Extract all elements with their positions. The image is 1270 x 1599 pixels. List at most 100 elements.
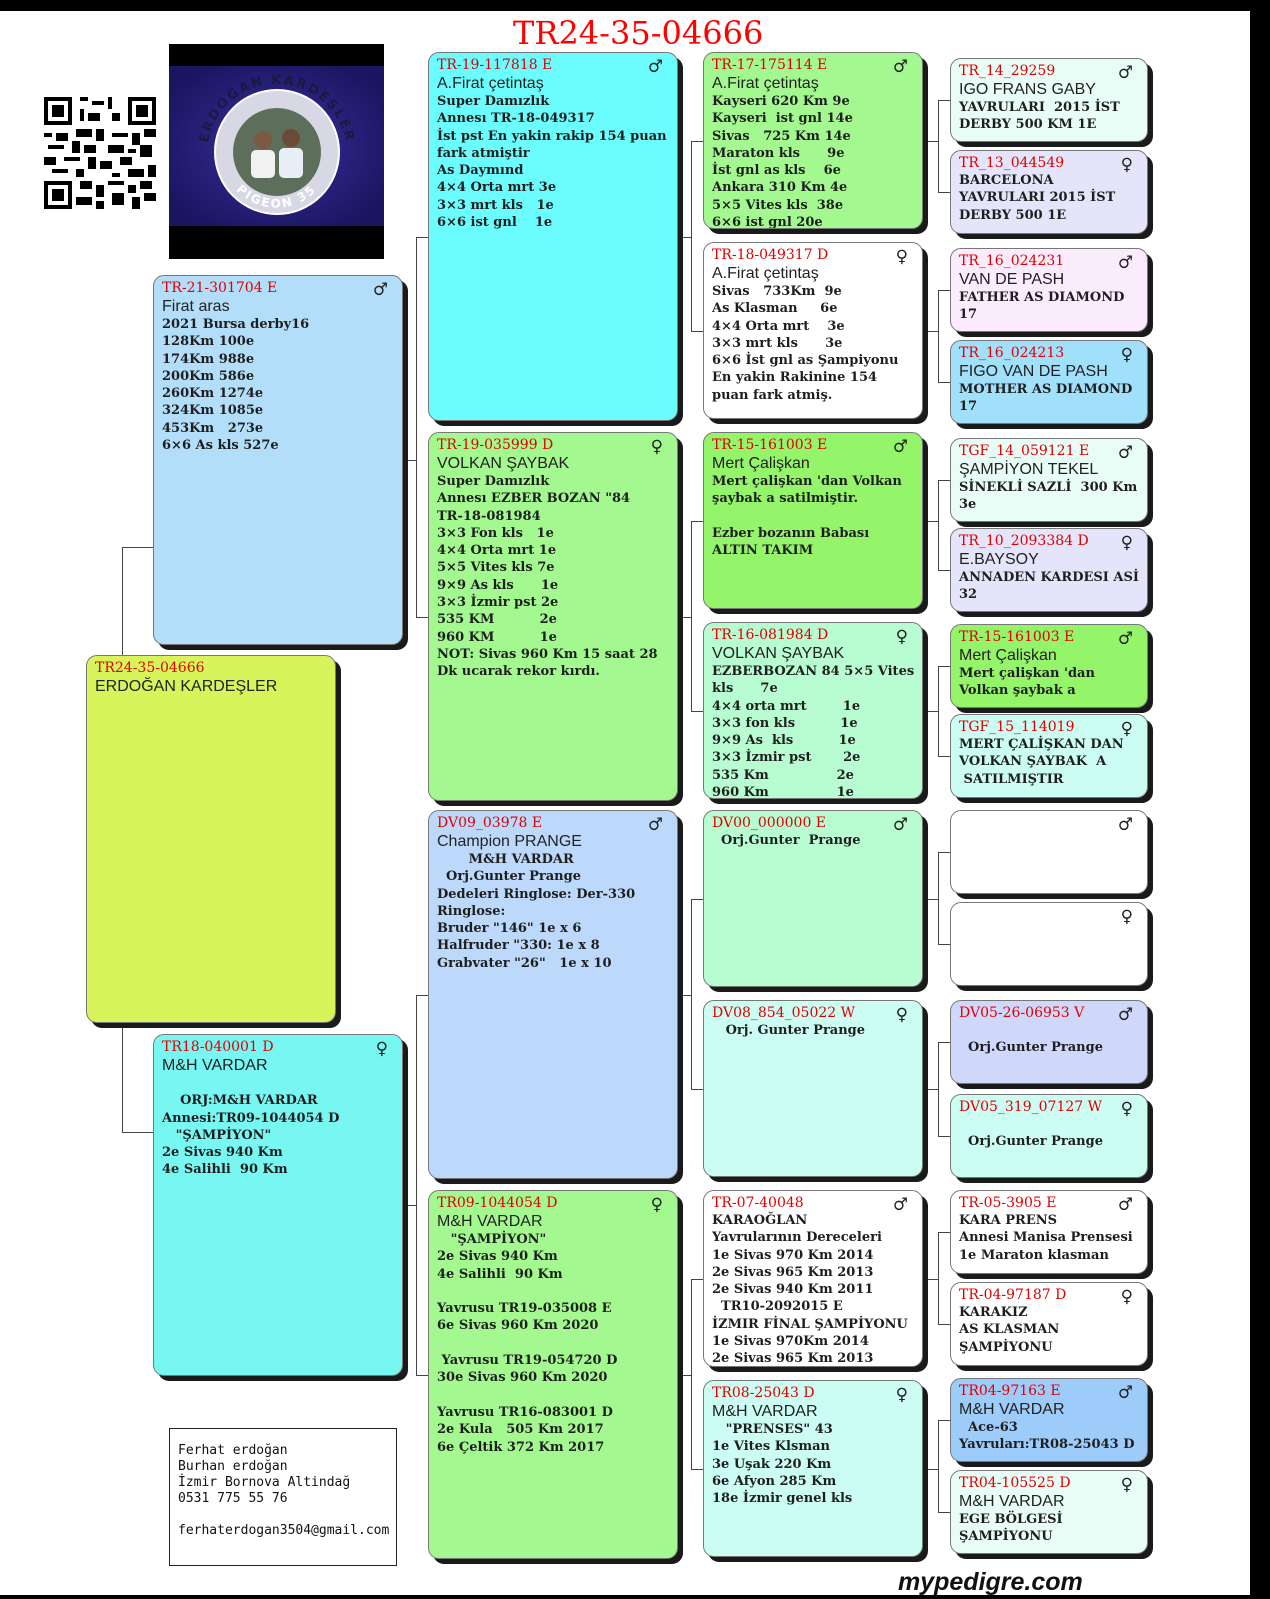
connector-line <box>938 1232 939 1324</box>
bird-details: EGE BÖLGESİ ŞAMPİYONU <box>959 1512 1063 1545</box>
ring-number: TR_13_044549 <box>959 155 1065 171</box>
connector-line <box>938 570 950 571</box>
card-dsd[interactable]: DV08_854_05022 W♀ Orj. Gunter Prange <box>703 1000 923 1177</box>
male-icon: ♂ <box>892 437 908 457</box>
female-icon: ♀ <box>1120 533 1133 553</box>
male-icon: ♂ <box>1117 1383 1133 1403</box>
bird-details: MERT ÇALİŞKAN DAN VOLKAN ŞAYBAK A SATILM… <box>959 737 1124 787</box>
connector-line <box>691 1278 703 1280</box>
bird-name: A.Firat çetintaş <box>437 75 544 92</box>
bird-details: KARAKIZ AS KLASMAN ŞAMPİYONU <box>959 1305 1060 1355</box>
bird-details: Ace-63 Yavruları:TR08-25043 D <box>959 1420 1135 1453</box>
bird-details: ORJ:M&H VARDAR Annesi:TR09-1044054 D "ŞA… <box>162 1093 340 1178</box>
ring-number: TR-04-97187 D <box>959 1287 1067 1303</box>
male-icon: ♂ <box>372 280 388 300</box>
connector-line <box>691 710 703 712</box>
connector-line <box>691 1468 703 1470</box>
card-g8[interactable]: TGF_15_114019♀MERT ÇALİŞKAN DAN VOLKAN Ş… <box>950 714 1148 798</box>
connector-line <box>938 852 950 853</box>
card-g14[interactable]: TR-04-97187 D♀KARAKIZ AS KLASMAN ŞAMPİYO… <box>950 1282 1148 1366</box>
card-g12[interactable]: DV05_319_07127 W♀ Orj.Gunter Prange <box>950 1094 1148 1178</box>
female-icon: ♀ <box>1120 1475 1133 1495</box>
ring-number <box>959 815 1139 832</box>
bird-name: M&H VARDAR <box>959 1493 1065 1510</box>
bird-name: Champion PRANGE <box>437 833 582 850</box>
card-g2[interactable]: TR_13_044549♀BARCELONA YAVRULARI 2015 İS… <box>950 150 1148 234</box>
bird-details: ANNADEN KARDESI ASİ 32 <box>959 570 1139 603</box>
connector-line <box>691 140 692 331</box>
card-dam-sire[interactable]: DV09_03978 E♂Champion PRANGE M&H VARDAR … <box>428 810 678 1179</box>
ring-number: TR-15-161003 E <box>959 629 1075 645</box>
page-title: TR24-35-04666 <box>513 14 764 52</box>
connector-line <box>691 1278 692 1469</box>
bird-name: A.Firat çetintaş <box>712 265 819 282</box>
connector-line <box>923 898 938 900</box>
connector-line <box>938 1512 950 1513</box>
card-ddd[interactable]: TR08-25043 D♀M&H VARDAR "PRENSES" 43 1e … <box>703 1380 923 1557</box>
female-icon: ♀ <box>1120 907 1133 927</box>
card-g13[interactable]: TR-05-3905 E♂KARA PRENS Annesi Manisa Pr… <box>950 1190 1148 1274</box>
connector-line <box>938 1232 950 1233</box>
bird-details: EZBERBOZAN 84 5×5 Vites kls 7e 4×4 orta … <box>712 664 915 799</box>
ring-number: TR-07-40048 <box>712 1195 804 1211</box>
card-dss[interactable]: DV00_000000 E♂ Orj.Gunter Prange <box>703 810 923 987</box>
bird-details: Kayseri 620 Km 9e Kayseri ist gnl 14e Si… <box>712 94 853 229</box>
card-g15[interactable]: TR04-97163 E♂M&H VARDAR Ace-63 Yavruları… <box>950 1378 1148 1462</box>
card-dam-dam[interactable]: TR09-1044054 D♀M&H VARDAR "ŞAMPİYON" 2e … <box>428 1190 678 1559</box>
ring-number: TR-17-175114 E <box>712 57 828 73</box>
connector-line <box>938 480 950 481</box>
bird-details: Mert çalişkan 'dan Volkan şaybak a satil… <box>712 474 902 559</box>
card-g10[interactable]: ♀ <box>950 902 1148 986</box>
bird-details: SİNEKLİ SAZLİ 300 Km 3e <box>959 480 1138 513</box>
connector-line <box>678 1374 691 1376</box>
ring-number: TR-21-301704 E <box>162 280 278 296</box>
female-icon: ♀ <box>895 1385 908 1405</box>
ring-number: TR18-040001 D <box>162 1039 274 1055</box>
bird-details: "ŞAMPİYON" 2e Sivas 940 Km 4e Salihli 90… <box>437 1232 618 1455</box>
ring-number: TR_14_29259 <box>959 63 1056 79</box>
ring-number: TR_16_024213 <box>959 345 1065 361</box>
male-icon: ♂ <box>1117 1005 1133 1025</box>
bird-name: FIGO VAN DE PASH <box>959 363 1108 380</box>
bird-details: Mert çalişkan 'dan Volkan şaybak a <box>959 666 1095 699</box>
connector-line <box>691 520 703 522</box>
card-g9[interactable]: ♂ <box>950 810 1148 894</box>
ring-number: TGF_14_059121 E <box>959 443 1090 459</box>
bird-name: VOLKAN ŞAYBAK <box>712 645 845 662</box>
connector-line <box>923 1088 938 1090</box>
connector-line <box>678 616 691 618</box>
female-icon: ♀ <box>650 1195 663 1215</box>
male-icon: ♂ <box>892 57 908 77</box>
breeder-logo: ERDOĞAN KARDEŞLER PIGEON 35 <box>169 44 384 259</box>
bird-details: YAVRULARI 2015 İST DERBY 500 KM 1E <box>959 100 1120 133</box>
bird-name: M&H VARDAR <box>959 1401 1065 1418</box>
connector-line <box>938 756 950 757</box>
card-dds[interactable]: TR-07-40048♂KARAOĞLAN Yavrularının Derec… <box>703 1190 923 1367</box>
card-dam[interactable]: TR18-040001 D♀M&H VARDAR ORJ:M&H VARDAR … <box>153 1034 403 1376</box>
connector-line <box>403 1205 416 1206</box>
connector-line <box>923 710 938 712</box>
connector-line <box>416 994 428 996</box>
connector-line <box>122 547 153 548</box>
connector-line <box>938 480 939 570</box>
card-g11[interactable]: DV05-26-06953 V♂ Orj.Gunter Prange <box>950 1000 1148 1084</box>
ring-number <box>959 907 1139 924</box>
connector-line <box>938 1042 939 1136</box>
connector-line <box>938 1042 950 1043</box>
connector-line <box>416 616 428 618</box>
